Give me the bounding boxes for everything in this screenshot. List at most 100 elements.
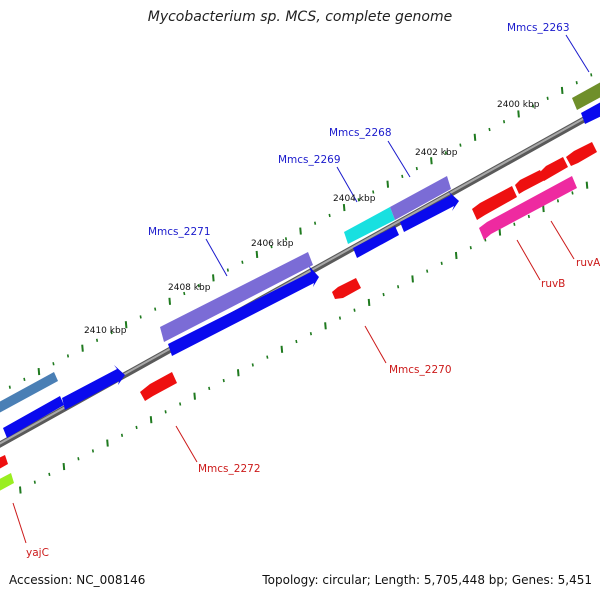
feature-red-ruvb-a[interactable] — [472, 186, 517, 220]
feature-blue-2263[interactable] — [581, 97, 600, 124]
tick-mark — [498, 228, 502, 236]
tick-mark — [324, 322, 327, 330]
tick-mark — [454, 251, 458, 260]
feature-olive-2263[interactable] — [572, 77, 600, 110]
tick-mark — [560, 86, 564, 95]
tick-mark — [179, 402, 182, 406]
tick-mark — [23, 377, 26, 382]
accession-label: Accession: NC_008146 — [9, 573, 146, 587]
tick-mark — [546, 96, 549, 100]
tick-mark — [532, 104, 535, 108]
feature-red-2272[interactable] — [140, 372, 177, 401]
tick-mark — [473, 133, 477, 141]
tick-mark — [226, 268, 229, 272]
tick-mark — [66, 354, 70, 358]
tick-mark — [33, 480, 36, 484]
gene-label-mmcs-2270[interactable]: Mmcs_2270 — [389, 364, 452, 376]
reverse-strand-features — [0, 142, 597, 496]
callout-lines — [12, 34, 590, 544]
feature-purple-2268[interactable] — [390, 176, 451, 220]
feature-blue-2269[interactable] — [353, 226, 399, 258]
tick-mark — [154, 307, 157, 311]
gene-label-mmcs-2263[interactable]: Mmcs_2263 — [507, 22, 570, 34]
feature-lime-yajc[interactable] — [0, 473, 14, 496]
tick-mark — [488, 127, 491, 132]
genome-summary-label: Topology: circular; Length: 5,705,448 bp… — [262, 573, 592, 587]
tick-mark — [542, 205, 545, 213]
tick-mark — [222, 378, 225, 383]
tick-mark — [255, 250, 259, 259]
tick-mark — [502, 120, 506, 124]
forward-strand-features — [0, 77, 600, 438]
callout-line-yajc — [12, 502, 27, 544]
feature-red-ruva[interactable] — [540, 157, 568, 181]
tick-mark — [338, 316, 342, 320]
gene-label-mmcs-2271[interactable]: Mmcs_2271 — [148, 226, 211, 238]
tick-mark — [241, 260, 244, 264]
tick-mark — [401, 174, 404, 179]
tick-mark — [164, 410, 167, 414]
gene-label-mmcs-2268[interactable]: Mmcs_2268 — [329, 127, 392, 139]
tick-mark — [120, 433, 124, 437]
feature-red-right-edge[interactable] — [566, 142, 597, 166]
tick-mark — [556, 199, 560, 203]
tick-mark — [309, 332, 313, 336]
gene-label-mmcs-2269[interactable]: Mmcs_2269 — [278, 154, 341, 166]
feature-cyan-2269[interactable] — [344, 207, 395, 244]
tick-mark — [527, 214, 530, 219]
gene-label-yajc[interactable]: yajC — [26, 547, 49, 559]
map-title: Mycobacterium sp. MCS, complete genome — [147, 9, 453, 25]
tick-mark — [251, 363, 254, 367]
tick-mark — [295, 339, 298, 344]
tick-mark — [149, 416, 153, 424]
tick-mark — [110, 330, 113, 335]
tick-labels: 2400 kbp 2402 kbp 2404 kbp 2406 kbp 2408… — [84, 100, 540, 336]
gene-label-mmcs-2272[interactable]: Mmcs_2272 — [198, 463, 261, 475]
callout-line-ruvb — [516, 239, 541, 281]
callout-line-ruva — [550, 220, 575, 260]
callout-line-2270 — [364, 325, 387, 364]
tick-mark — [357, 198, 360, 202]
tick-mark — [372, 190, 375, 194]
tick-label-2400: 2400 kbp — [497, 100, 540, 110]
tick-mark — [430, 157, 433, 165]
feature-blue-left-arrow[interactable] — [62, 365, 125, 410]
tick-mark — [236, 369, 240, 377]
tick-label-2410: 2410 kbp — [84, 326, 127, 336]
gene-labels-reverse: Mmcs_2270 Mmcs_2272 ruvA ruvB yajC — [26, 257, 600, 559]
tick-mark — [77, 457, 80, 461]
callout-line-2268 — [387, 140, 411, 178]
tick-mark — [469, 246, 472, 250]
feature-blue-left-small[interactable] — [3, 396, 64, 438]
feature-purple-2271[interactable] — [160, 252, 313, 342]
callout-line-2263 — [565, 34, 590, 73]
feature-red-2270[interactable] — [332, 278, 361, 299]
tick-mark — [106, 439, 109, 447]
tick-row-inner — [19, 181, 589, 494]
feature-steel-left[interactable] — [0, 372, 58, 418]
feature-blue-2268-arrow[interactable] — [400, 191, 459, 232]
tick-mark — [81, 344, 84, 352]
gene-labels-forward: Mmcs_2263 Mmcs_2268 Mmcs_2269 Mmcs_2271 — [148, 22, 570, 238]
tick-row-outer-dots — [8, 73, 593, 389]
tick-mark — [513, 222, 516, 226]
feature-pink-ruvb[interactable] — [479, 176, 577, 240]
tick-row-outer — [8, 73, 593, 389]
tick-mark — [124, 321, 128, 329]
gene-label-ruvb[interactable]: ruvB — [541, 278, 565, 290]
tick-mark — [168, 297, 172, 305]
tick-mark — [517, 110, 520, 118]
feature-red-left-edge[interactable] — [0, 455, 8, 474]
tick-label-2408: 2408 kbp — [168, 283, 211, 293]
gene-label-ruva[interactable]: ruvA — [576, 257, 600, 269]
feature-red-ruvb-b[interactable] — [515, 170, 545, 194]
tick-row-inner-dots — [19, 181, 589, 494]
tick-mark — [284, 237, 288, 241]
feature-blue-2271-arrow[interactable] — [168, 266, 319, 356]
tick-mark — [313, 221, 317, 225]
tick-mark — [197, 284, 200, 288]
tick-mark — [299, 227, 302, 235]
tick-mark — [270, 244, 273, 249]
